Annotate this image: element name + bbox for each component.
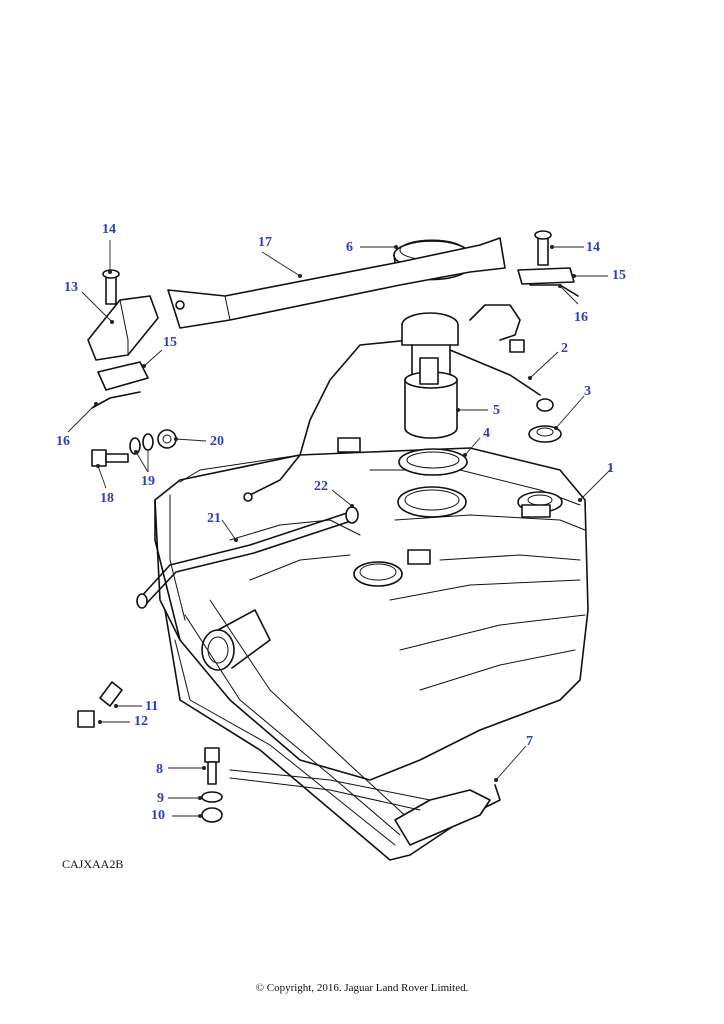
callout-2: 2 <box>561 341 568 356</box>
connector <box>509 339 525 353</box>
vent-pipe <box>136 506 359 609</box>
copyright-notice: © Copyright, 2016. Jaguar Land Rover Lim… <box>255 982 469 994</box>
callout-3: 3 <box>584 384 591 399</box>
callout-6: 6 <box>346 240 353 255</box>
pump-harness <box>243 304 541 502</box>
seal-ring <box>398 448 468 476</box>
callout-17: 17 <box>258 235 272 250</box>
callout-20: 20 <box>210 434 224 449</box>
callout-1: 1 <box>607 461 614 476</box>
grommet <box>528 398 562 443</box>
callout-12: 12 <box>134 714 148 729</box>
callout-19: 19 <box>141 474 155 489</box>
leader-lines <box>67 240 613 818</box>
right-bracket <box>517 230 579 297</box>
tank-cradle <box>164 599 501 861</box>
bolt-and-clip-nut <box>77 681 123 728</box>
callout-16-left: 16 <box>56 434 70 449</box>
tank-strap <box>167 237 506 329</box>
callout-4: 4 <box>483 426 490 441</box>
callout-13: 13 <box>64 280 78 295</box>
left-bracket <box>87 269 159 409</box>
callout-7: 7 <box>526 734 533 749</box>
diagram-reference-code: CAJXAA2B <box>62 857 124 871</box>
callout-15-left: 15 <box>163 335 177 350</box>
callout-5: 5 <box>493 403 500 418</box>
callout-9: 9 <box>157 791 164 806</box>
callout-11: 11 <box>145 699 159 714</box>
callout-8: 8 <box>156 762 163 777</box>
bolt-washers <box>91 429 177 467</box>
callout-21: 21 <box>207 511 221 526</box>
callout-22: 22 <box>314 479 328 494</box>
fuel-pump <box>401 312 459 439</box>
callout-14-left: 14 <box>102 222 116 237</box>
callout-16-right: 16 <box>574 310 588 325</box>
callout-15-right: 15 <box>612 268 626 283</box>
fuel-tank <box>154 447 589 781</box>
callout-18: 18 <box>100 491 114 506</box>
callout-10: 10 <box>151 808 165 823</box>
callout-14-right: 14 <box>586 240 600 255</box>
bolt-washer-nut <box>201 747 223 823</box>
